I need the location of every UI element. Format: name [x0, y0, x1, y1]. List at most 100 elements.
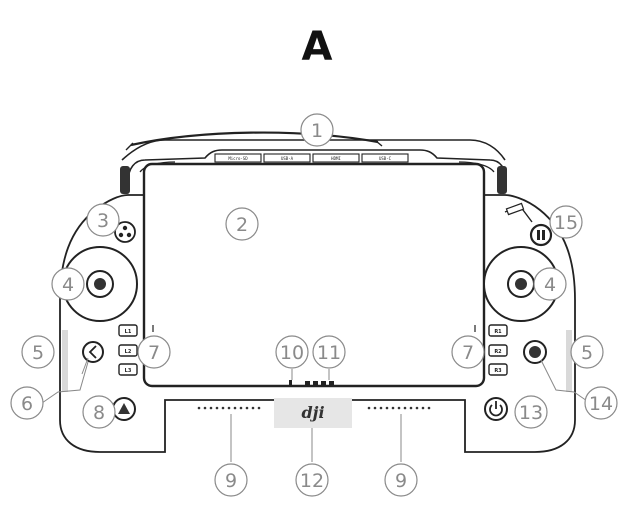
speaker-hole — [421, 406, 425, 410]
callout-number: 5 — [581, 342, 593, 364]
right-control-stick[interactable] — [483, 246, 559, 322]
speaker-hole — [409, 406, 413, 410]
speaker-hole — [245, 406, 249, 410]
return-home-button[interactable] — [112, 397, 136, 421]
callout-number: 7 — [148, 342, 160, 364]
callout-number: 4 — [544, 274, 556, 296]
port-1[interactable]: USB-A — [263, 153, 311, 163]
callout-number: 6 — [21, 393, 33, 415]
speaker-hole — [403, 406, 407, 410]
callout-c1: 1 — [300, 113, 334, 147]
speaker-hole — [197, 406, 201, 410]
callout-number: 9 — [395, 470, 407, 492]
button-label: R2 — [494, 349, 502, 355]
callout-number: 1 — [311, 120, 323, 142]
callout-number: 5 — [32, 342, 44, 364]
right-speaker-grille — [367, 406, 431, 410]
callout-c13: 13 — [514, 395, 548, 429]
speaker-hole — [257, 406, 261, 410]
callout-c11: 11 — [312, 335, 346, 369]
speaker-hole — [427, 406, 431, 410]
callout-c3: 3 — [86, 203, 120, 237]
port-2[interactable]: HDMI — [312, 153, 360, 163]
callout-c6: 6 — [10, 386, 44, 420]
callout-c4-left: 4 — [51, 267, 85, 301]
button-label: L1 — [125, 329, 132, 335]
speaker-hole — [215, 406, 219, 410]
left-l3-button[interactable]: L3 — [118, 363, 138, 376]
speaker-hole — [367, 406, 371, 410]
callout-number: 4 — [62, 274, 74, 296]
callout-number: 15 — [554, 212, 578, 234]
logo-plate: dji — [274, 398, 352, 428]
callout-c7-left: 7 — [137, 335, 171, 369]
callout-number: 13 — [519, 402, 543, 424]
speaker-hole — [373, 406, 377, 410]
button-label: R3 — [494, 368, 502, 374]
callout-number: 7 — [462, 342, 474, 364]
back-button[interactable] — [82, 341, 104, 363]
speaker-hole — [415, 406, 419, 410]
flight-pause-button[interactable] — [114, 221, 136, 243]
callout-number: 11 — [317, 342, 341, 364]
speaker-hole — [385, 406, 389, 410]
callout-c5-left: 5 — [21, 335, 55, 369]
right-r3-button[interactable]: R3 — [488, 363, 508, 376]
leader-lines — [41, 220, 591, 462]
button-label: L2 — [125, 349, 132, 355]
panel-label: A — [302, 24, 333, 70]
status-leds — [289, 380, 334, 386]
callout-c9-left: 9 — [214, 463, 248, 497]
speaker-hole — [209, 406, 213, 410]
left-l1-button[interactable]: L1 — [118, 324, 138, 337]
callout-number: 10 — [280, 342, 304, 364]
controller-body — [59, 194, 576, 453]
callout-number: 14 — [589, 393, 613, 415]
callout-number: 12 — [300, 470, 324, 492]
port-label: USB-A — [281, 156, 294, 161]
port-label: Micro-SD — [228, 156, 248, 161]
port-strip: Micro-SD USB-A HDMI USB-C — [214, 153, 409, 163]
speaker-hole — [239, 406, 243, 410]
dji-logo: dji — [301, 403, 324, 422]
speaker-hole — [391, 406, 395, 410]
right-grip-plate — [566, 330, 572, 392]
callout-c14: 14 — [584, 386, 618, 420]
right-r1-button[interactable]: R1 — [488, 324, 508, 337]
callout-c4-right: 4 — [533, 267, 567, 301]
left-grip-plate — [62, 330, 68, 392]
speaker-hole — [233, 406, 237, 410]
speaker-hole — [227, 406, 231, 410]
speaker-hole — [397, 406, 401, 410]
button-label: R1 — [494, 329, 502, 335]
left-speaker-grille — [197, 406, 261, 410]
callout-c5-right: 5 — [570, 335, 604, 369]
callout-number: 3 — [97, 210, 109, 232]
callout-c2: 2 — [225, 207, 259, 241]
callout-c12: 12 — [295, 463, 329, 497]
left-l2-button[interactable]: L2 — [118, 344, 138, 357]
speaker-hole — [221, 406, 225, 410]
callout-c10: 10 — [275, 335, 309, 369]
callout-c8: 8 — [82, 395, 116, 429]
port-0[interactable]: Micro-SD — [214, 153, 262, 163]
callout-c7-right: 7 — [451, 335, 485, 369]
callout-number: 8 — [93, 402, 105, 424]
power-button[interactable] — [484, 397, 508, 421]
five-d-button[interactable] — [523, 340, 547, 364]
right-r2-button[interactable]: R2 — [488, 344, 508, 357]
speaker-hole — [251, 406, 255, 410]
speaker-hole — [203, 406, 207, 410]
button-label: L3 — [125, 368, 132, 374]
callout-c15: 15 — [549, 205, 583, 239]
port-3[interactable]: USB-C — [361, 153, 409, 163]
callout-number: 9 — [225, 470, 237, 492]
callout-number: 2 — [236, 214, 248, 236]
callout-c9-right: 9 — [384, 463, 418, 497]
pause-button[interactable] — [529, 223, 553, 247]
port-label: USB-C — [379, 156, 392, 161]
